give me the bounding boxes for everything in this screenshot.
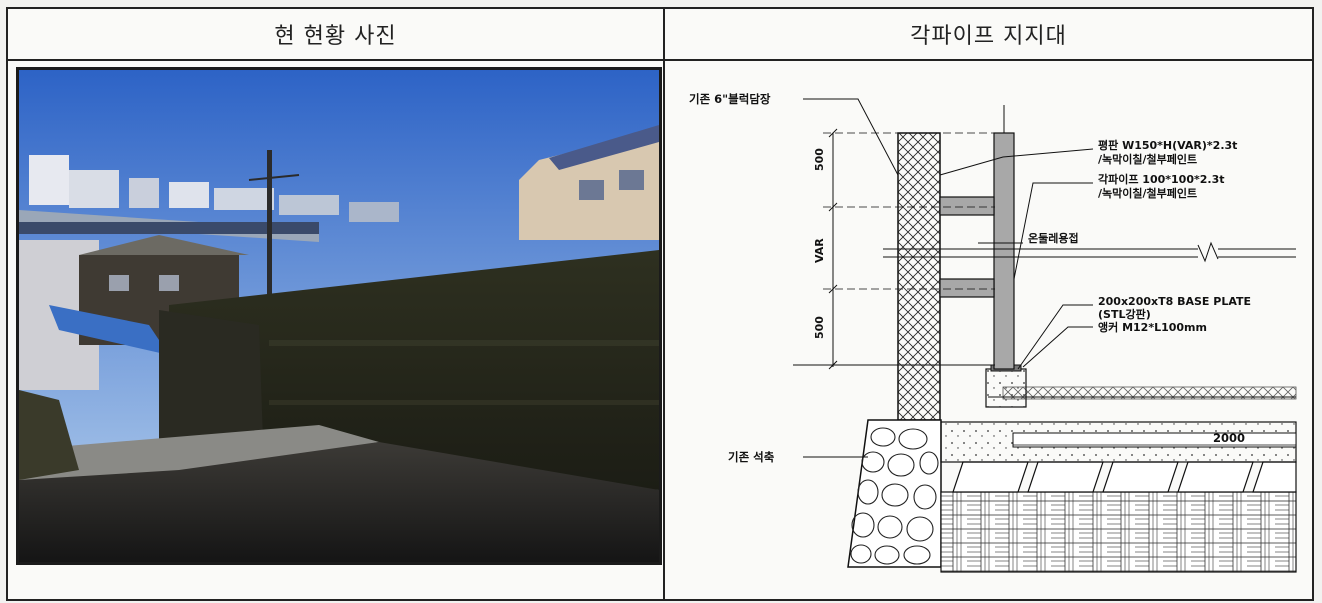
dim-bottom: 500 — [813, 316, 826, 339]
dim-2000: 2000 — [1213, 431, 1245, 445]
label-anchor: 앵커 M12*L100mm — [1098, 320, 1207, 334]
site-photo — [16, 67, 662, 565]
pipe-support-header: 각파이프 지지대 — [665, 9, 1312, 61]
label-base-plate-1: 200x200xT8 BASE PLATE — [1098, 295, 1251, 308]
label-weld: 온둘레용접 — [1028, 231, 1079, 245]
label-existing-stone: 기존 석축 — [728, 450, 775, 464]
pipe-support-drawing: 기존 6"블럭담장 평판 W150*H(VAR)*2.3t /녹막이칠/철부페인… — [673, 67, 1309, 592]
pipe-support-panel: 각파이프 지지대 — [665, 9, 1312, 599]
current-photo-panel: 현 현황 사진 — [8, 9, 665, 599]
document-table: 현 현황 사진 — [6, 7, 1314, 601]
label-plate-2: /녹막이칠/철부페인트 — [1098, 152, 1197, 166]
current-photo-header: 현 현황 사진 — [8, 9, 663, 61]
label-pipe-1: 각파이프 100*100*2.3t — [1098, 172, 1224, 186]
label-plate-1: 평판 W150*H(VAR)*2.3t — [1098, 138, 1237, 152]
label-pipe-2: /녹막이칠/철부페인트 — [1098, 186, 1197, 200]
label-base-plate-2: (STL강판) — [1098, 307, 1151, 321]
dim-top: 500 — [813, 148, 826, 171]
label-existing-wall: 기존 6"블럭담장 — [689, 92, 771, 106]
dim-mid: VAR — [813, 238, 826, 263]
